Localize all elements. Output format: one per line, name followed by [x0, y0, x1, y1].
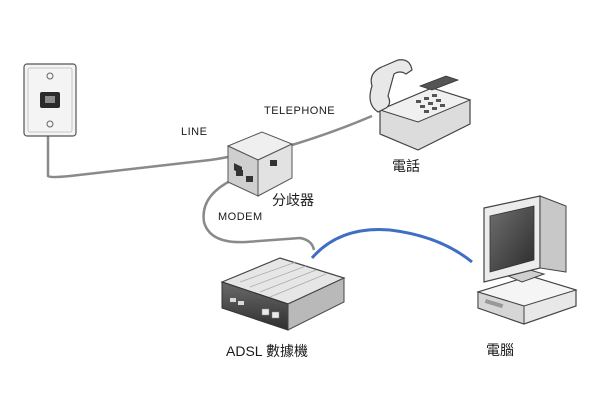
telephone-icon — [369, 59, 472, 151]
data-cable — [310, 228, 473, 264]
splitter-label: 分歧器 — [272, 193, 314, 209]
modem-cable — [202, 178, 316, 251]
modem-port-label: MODEM — [218, 211, 263, 223]
adsl-modem-label: ADSL 數據機 — [226, 343, 308, 359]
adsl-modem-icon — [220, 257, 346, 331]
computer-icon — [476, 195, 578, 325]
telephone-cable — [281, 114, 373, 150]
computer-label: 電腦 — [486, 343, 514, 359]
telephone-port-label: TELEPHONE — [264, 105, 336, 117]
line-cable — [46, 130, 233, 179]
telephone-label: 電話 — [392, 159, 420, 175]
splitter-icon — [226, 131, 294, 197]
line-port-label: LINE — [181, 126, 208, 138]
wall-jack-icon — [23, 63, 77, 137]
